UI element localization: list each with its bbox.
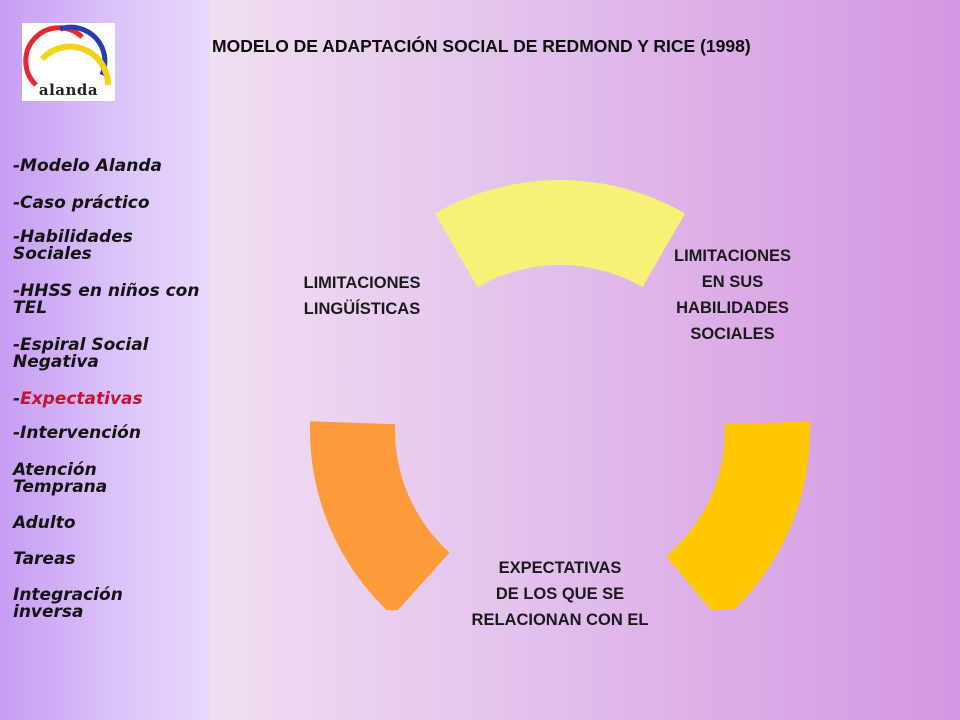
cycle-diagram xyxy=(310,180,810,610)
segment-label-habilidades-sociales: LIMITACIONES EN SUS HABILIDADES SOCIALES xyxy=(673,247,792,343)
segment-right xyxy=(666,421,810,610)
nav-item-adulto[interactable]: Adulto xyxy=(13,513,76,533)
nav-item-habilidades-sociales[interactable]: -Habilidades Sociales xyxy=(13,227,133,264)
nav-item-modelo-alanda[interactable]: -Modelo Alanda xyxy=(13,156,162,176)
nav-item-expectativas[interactable]: -Expectativas xyxy=(13,391,208,408)
sidebar-nav: -Modelo Alanda -Caso práctico -Habilidad… xyxy=(13,158,208,621)
nav-item-hhss-tel[interactable]: -HHSS en niños con TEL xyxy=(13,281,200,318)
logo-arcs-icon xyxy=(23,24,112,87)
nav-item-expectativas-label: Expectativas xyxy=(20,389,143,409)
nav-item-intervencion[interactable]: -Intervención xyxy=(13,423,141,443)
nav-item-expectativas-prefix: - xyxy=(13,389,21,409)
nav-item-tareas[interactable]: Tareas xyxy=(13,549,76,569)
segment-top xyxy=(435,180,685,288)
nav-item-espiral-social[interactable]: -Espiral Social Negativa xyxy=(13,335,149,372)
logo-text: alanda xyxy=(38,81,99,99)
nav-item-caso-practico[interactable]: -Caso práctico xyxy=(13,193,150,213)
nav-item-atencion-temprana[interactable]: Atención Temprana xyxy=(13,460,108,497)
nav-item-integracion-inversa[interactable]: Integración inversa xyxy=(13,585,123,622)
main-background xyxy=(210,0,960,720)
segment-left xyxy=(310,421,450,610)
page-title: MODELO DE ADAPTACIÓN SOCIAL DE REDMOND Y… xyxy=(212,36,751,56)
alanda-logo: alanda xyxy=(22,23,115,101)
segment-label-limitaciones-linguisticas: LIMITACIONES LINGÜÍSTICAS xyxy=(303,274,421,318)
sidebar-background xyxy=(0,0,210,720)
segment-label-expectativas: EXPECTATIVAS DE LOS QUE SE RELACIONAN CO… xyxy=(471,559,649,629)
